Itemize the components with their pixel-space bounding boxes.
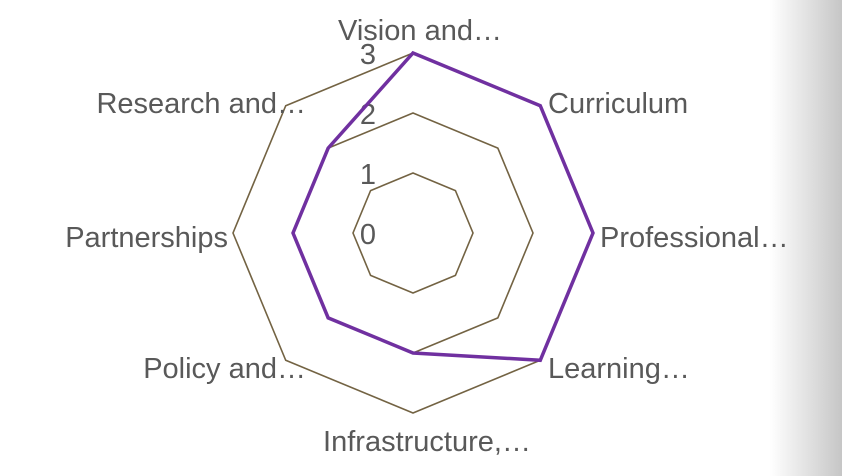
tick-label: 0 (360, 219, 376, 251)
category-label: Policy and… (143, 353, 306, 385)
category-label: Learning… (548, 353, 690, 385)
category-label: Vision and… (338, 15, 502, 47)
window-edge-shadow (770, 0, 842, 476)
category-label: Curriculum (548, 88, 688, 120)
category-label: Professional… (600, 222, 789, 254)
category-label: Partnerships (65, 222, 228, 254)
tick-label: 3 (360, 39, 376, 71)
grid-ring-1 (352, 172, 474, 294)
tick-label: 1 (360, 159, 376, 191)
category-label: Infrastructure,… (323, 426, 531, 458)
category-label: Research and… (96, 88, 306, 120)
